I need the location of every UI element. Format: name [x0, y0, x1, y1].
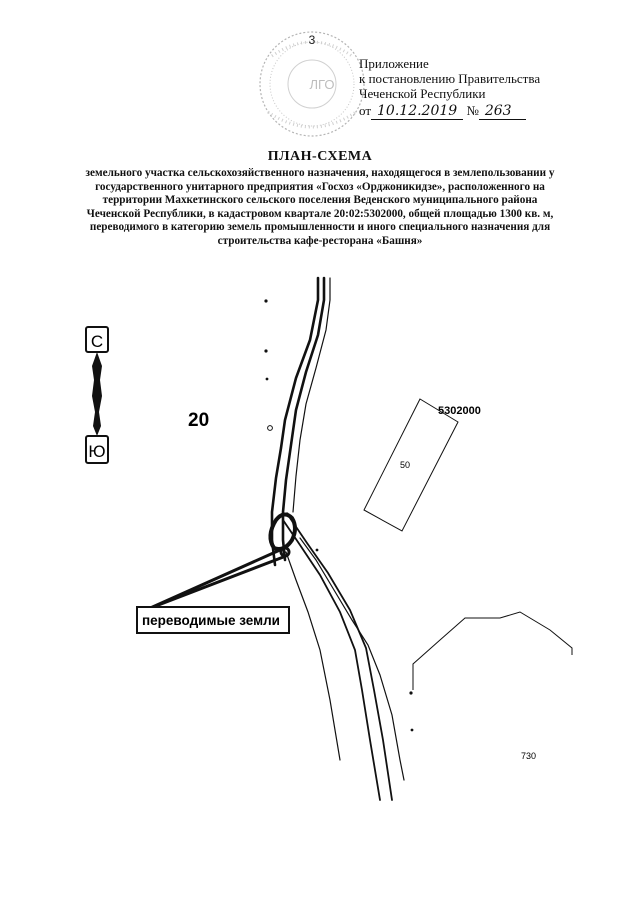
parcel-730-label: 730: [521, 751, 536, 761]
number-prefix: №: [466, 103, 479, 118]
appendix-line-3: Чеченской Республики: [359, 86, 486, 101]
compass-north-label: С: [91, 332, 103, 351]
appendix-block: Приложение к постановлению Правительства…: [359, 56, 540, 120]
parcel-50: [363, 398, 459, 532]
road-lines: [268, 276, 405, 801]
boundary-line: [412, 611, 573, 690]
quarter-number-label: 5302000: [438, 405, 481, 417]
date-value: 10.12.2019: [371, 104, 464, 120]
date-prefix: от: [359, 103, 372, 118]
callout-box: [136, 606, 290, 634]
page-number: 3: [309, 33, 316, 47]
callout-label: переводимые земли: [142, 613, 280, 628]
region-number-label: 20: [188, 410, 209, 431]
parcel-50-label: 50: [400, 460, 410, 470]
official-seal: ЛГО: [259, 31, 365, 137]
document-title: ПЛАН-СХЕМА: [267, 149, 373, 164]
appendix-line-1: Приложение: [359, 56, 429, 71]
north-arrow: С Ю: [85, 326, 109, 464]
compass-south-label: Ю: [88, 442, 105, 461]
document-subtitle: земельного участка сельскохозяйственного…: [85, 167, 555, 247]
callout-leader: [147, 548, 287, 611]
appendix-line-2: к постановлению Правительства: [359, 71, 541, 86]
seal-text: ЛГО: [310, 77, 335, 92]
number-value: 263: [478, 104, 526, 120]
